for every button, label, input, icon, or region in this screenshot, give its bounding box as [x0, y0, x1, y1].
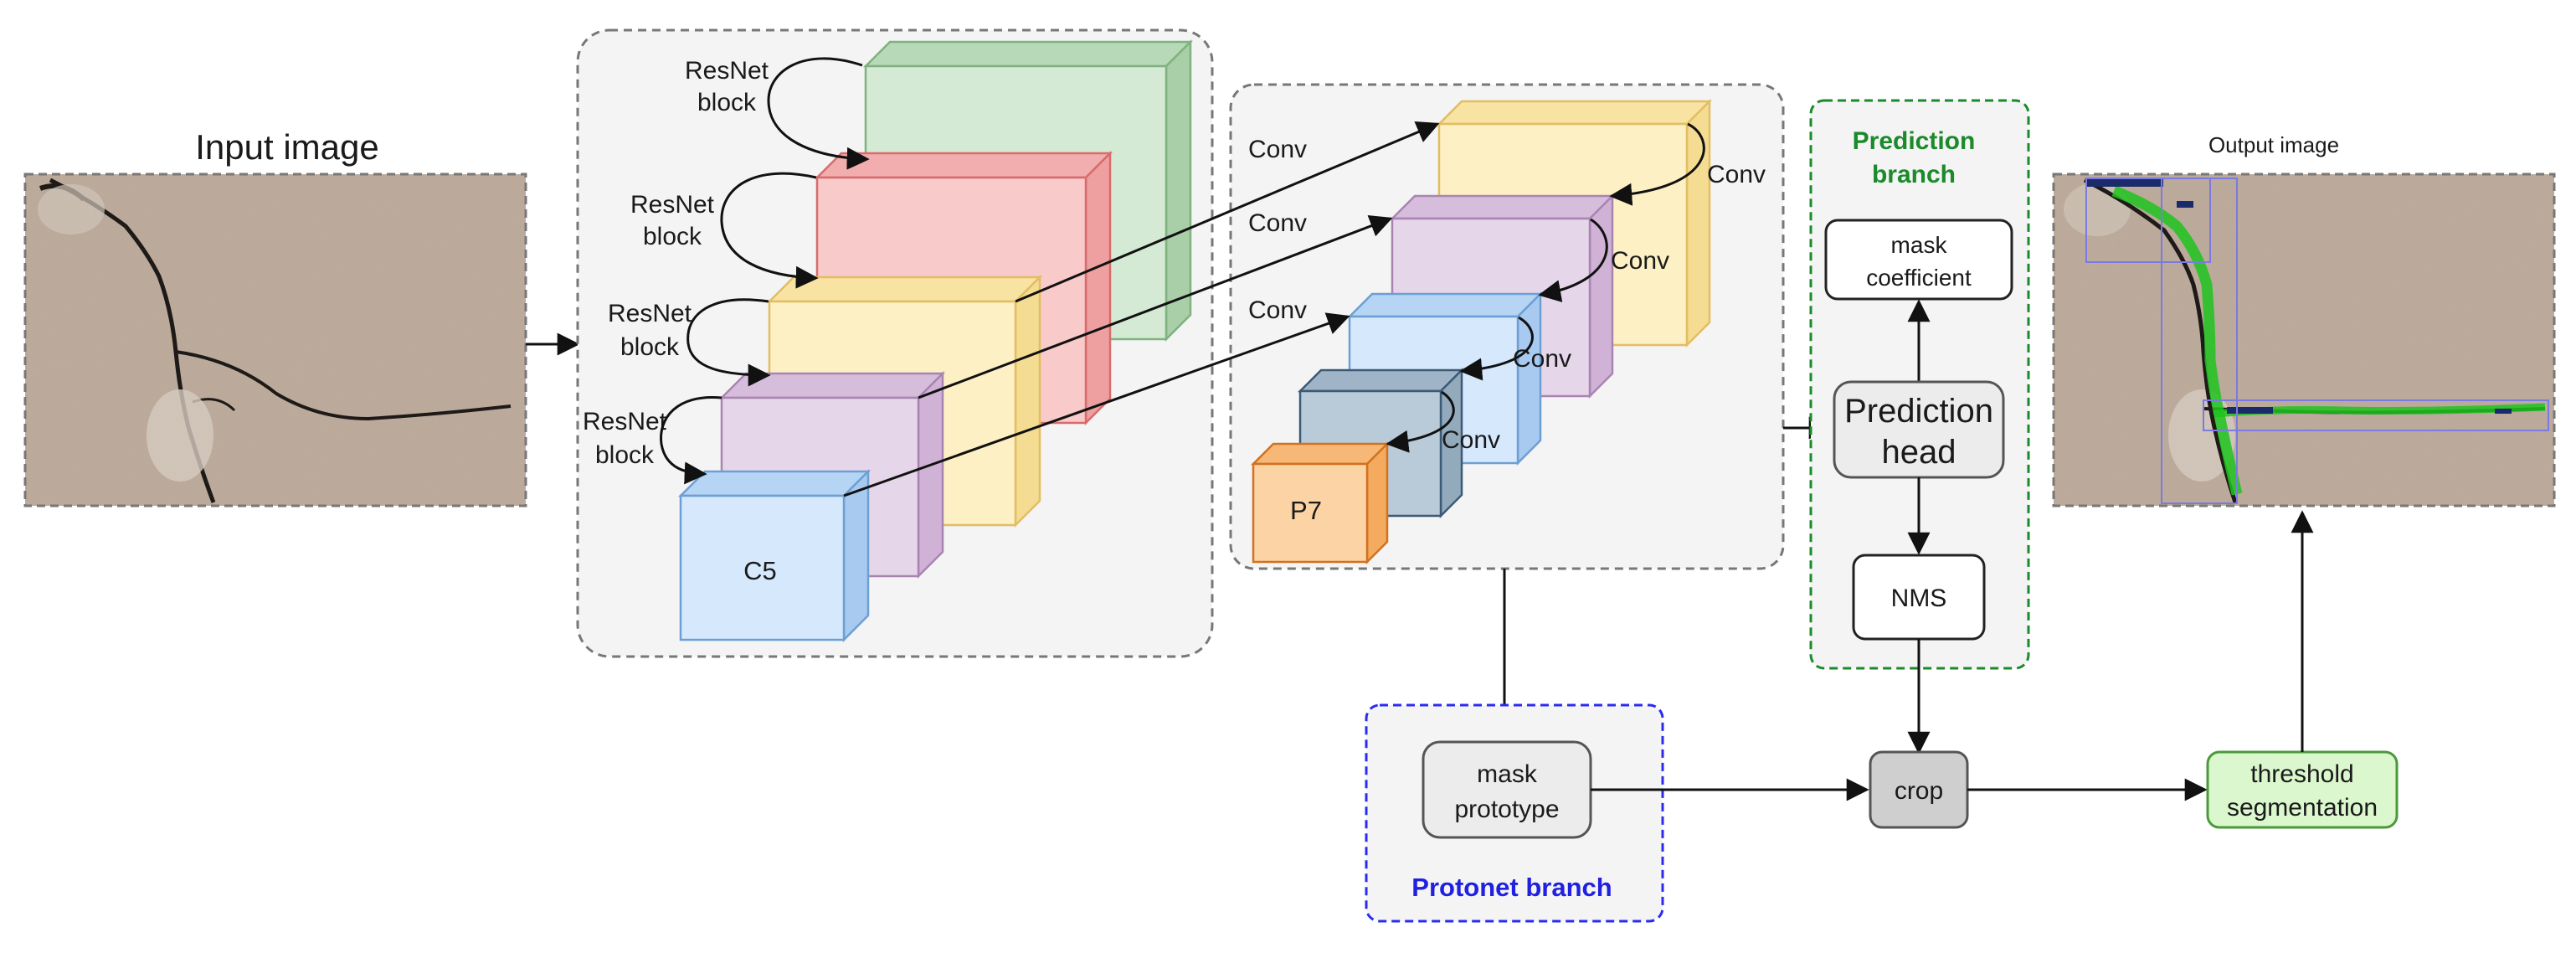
- svg-text:coefficient: coefficient: [1866, 265, 1972, 291]
- resnet-loop-2: [720, 172, 819, 289]
- p7-label: P7: [1290, 496, 1322, 525]
- svg-text:Prediction: Prediction: [1844, 393, 1993, 430]
- resnet-label-4-sub: block: [595, 441, 655, 469]
- resnet-loop-4: [660, 395, 722, 485]
- lateral-arrow-1: [1015, 121, 1440, 303]
- c5-block: C5: [677, 468, 872, 643]
- threshold-line1: threshold: [2250, 760, 2353, 788]
- lateral-arrow-3: [843, 312, 1350, 497]
- svg-text:mask: mask: [1477, 760, 1538, 788]
- mask-prototype-line2: prototype: [1454, 796, 1559, 823]
- svg-text:prototype: prototype: [1454, 796, 1559, 823]
- svg-text:threshold: threshold: [2250, 760, 2353, 788]
- p7-block: P7: [1250, 440, 1391, 565]
- mask-prototype-line1: mask: [1477, 760, 1538, 788]
- nms-label: NMS: [1891, 585, 1947, 612]
- lateral-arrow-2: [918, 214, 1393, 399]
- conv-label-left-2: Conv: [1248, 209, 1307, 237]
- svg-text:mask: mask: [1891, 232, 1948, 258]
- resnet-label-1-sub: block: [697, 89, 757, 116]
- resnet-label-3-sub: block: [620, 333, 680, 361]
- resnet-label-3: ResNet: [608, 300, 692, 327]
- threshold-line2: segmentation: [2227, 794, 2378, 822]
- prediction-head-line1: Prediction: [1844, 393, 1993, 430]
- resnet-loop-3: [686, 298, 771, 387]
- resnet-label-1: ResNet: [685, 57, 769, 85]
- prediction-head-box: Prediction head: [1833, 380, 2005, 479]
- conv-label-right-4: Conv: [1442, 426, 1500, 454]
- conv-label-right-3: Conv: [1513, 345, 1571, 373]
- resnet-label-2: ResNet: [630, 191, 715, 219]
- prediction-head-line2: head: [1882, 434, 1956, 471]
- nms-box: NMS: [1852, 554, 1986, 641]
- protonet-branch-title: Protonet branch: [1411, 873, 1612, 902]
- mask-coefficient-line2: coefficient: [1866, 265, 1972, 291]
- resnet-label-4: ResNet: [583, 408, 667, 435]
- output-image: [2052, 173, 2556, 507]
- conv-label-right-2: Conv: [1611, 247, 1669, 275]
- mask-coefficient-box: mask coefficient: [1824, 219, 2013, 301]
- threshold-segmentation-box: threshold segmentation: [2206, 750, 2399, 829]
- output-image-title: Output image: [2208, 132, 2339, 157]
- svg-text:head: head: [1882, 434, 1956, 471]
- conv-arc-1: [1609, 122, 1705, 206]
- conv-arc-3: [1459, 316, 1534, 381]
- conv-label-left-1: Conv: [1248, 136, 1307, 163]
- conv-label-left-3: Conv: [1248, 296, 1307, 324]
- mask-prototype-box: mask prototype: [1422, 740, 1592, 839]
- svg-text:segmentation: segmentation: [2227, 794, 2378, 822]
- prediction-branch-title: Prediction: [1853, 127, 1976, 155]
- conv-label-right-1: Conv: [1707, 161, 1766, 188]
- conv-arc-4: [1386, 390, 1455, 453]
- mask-coefficient-line1: mask: [1891, 232, 1948, 258]
- input-image: [23, 173, 527, 507]
- prediction-branch-title-sub: branch: [1872, 161, 1956, 188]
- input-image-title: Input image: [195, 127, 378, 167]
- c5-label: C5: [743, 556, 777, 585]
- crop-label: crop: [1895, 777, 1943, 805]
- crop-box: crop: [1869, 750, 1969, 829]
- conv-arc-2: [1538, 218, 1608, 302]
- resnet-loop-1: [767, 57, 870, 170]
- resnet-label-2-sub: block: [643, 223, 702, 250]
